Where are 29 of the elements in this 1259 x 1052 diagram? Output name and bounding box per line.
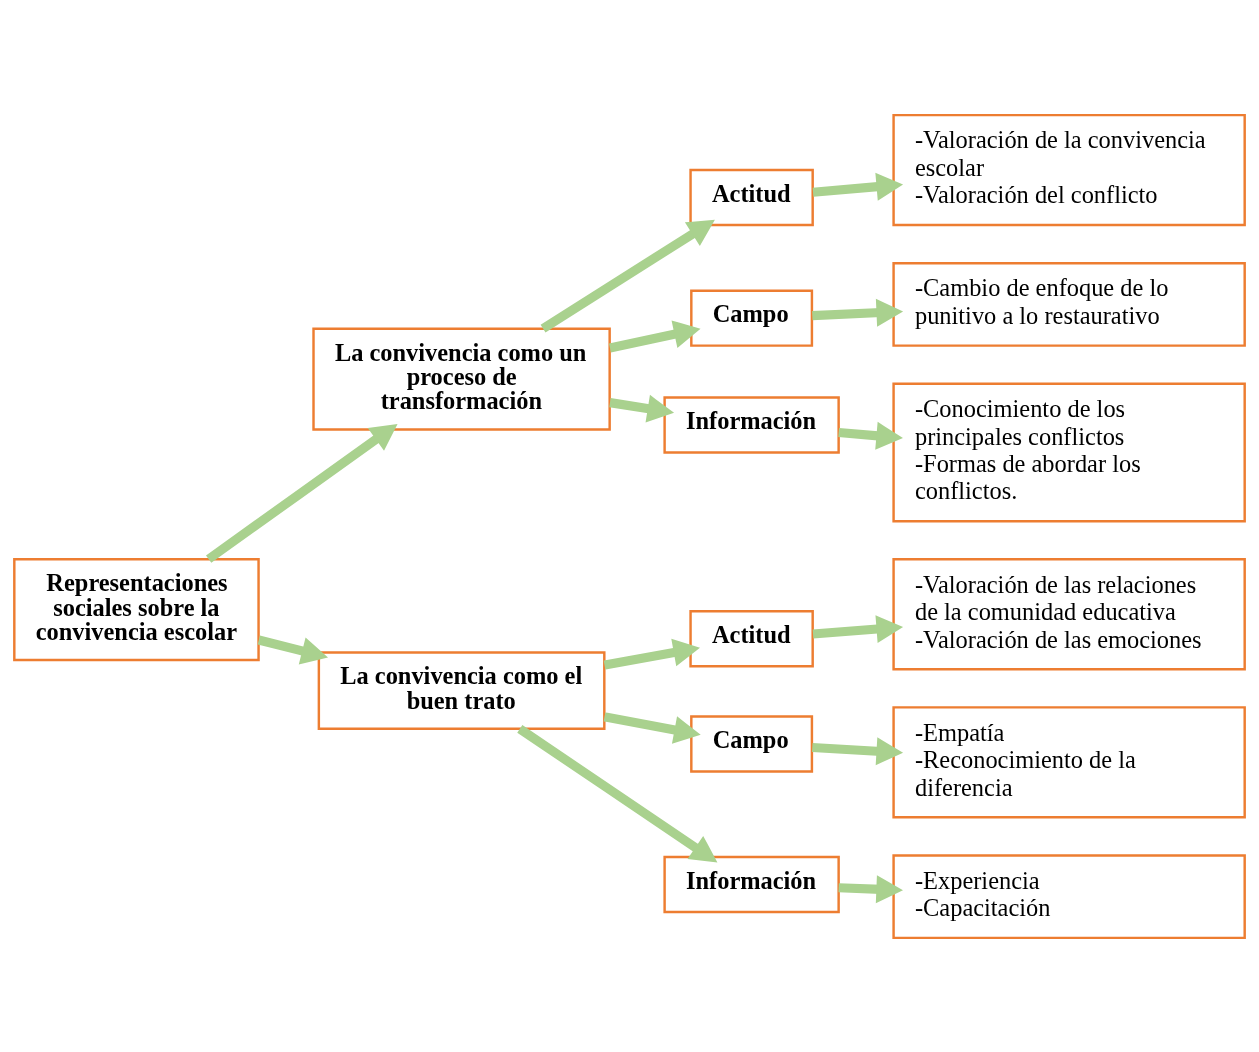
node-box: Actitud (689, 609, 814, 667)
arrow (838, 874, 903, 903)
arrow (603, 711, 701, 744)
node-box: -Experiencia -Capacitación (892, 853, 1246, 939)
node-box: -Valoración de la convivencia escolar -Valoración del conflicto (892, 113, 1246, 226)
arrow (812, 172, 904, 201)
node-box: -Valoración de las relaciones de la comunidad educativa -Valoración de las emociones (892, 557, 1246, 670)
node-box: Representaciones sociales sobre la convivencia escolar (13, 557, 260, 661)
node-box: Información (663, 855, 840, 913)
arrow (205, 423, 398, 563)
node-box: Información (663, 395, 840, 454)
node-box: La convivencia como un proceso de transformación (312, 327, 611, 431)
arrow (609, 394, 675, 422)
arrow (540, 219, 715, 332)
arrow (812, 614, 904, 643)
arrow (838, 421, 903, 450)
node-box: -Cambio de enfoque de lo punitivo a lo restaurativo (892, 261, 1246, 347)
arrow (257, 635, 329, 664)
node-box: La convivencia como el buen trato (317, 650, 606, 730)
arrow (812, 298, 904, 327)
node-box: -Conocimiento de los principales conflictos -Formas de abordar los conflictos. (892, 382, 1246, 522)
arrow (609, 320, 701, 352)
arrow (603, 638, 701, 670)
arrow (812, 736, 904, 765)
node-box: -Empatía -Reconocimiento de la diferencia (892, 705, 1246, 818)
node-box: Campo (690, 288, 814, 347)
node-box: Actitud (689, 168, 814, 226)
node-box: Campo (690, 714, 814, 773)
arrow (517, 724, 718, 862)
